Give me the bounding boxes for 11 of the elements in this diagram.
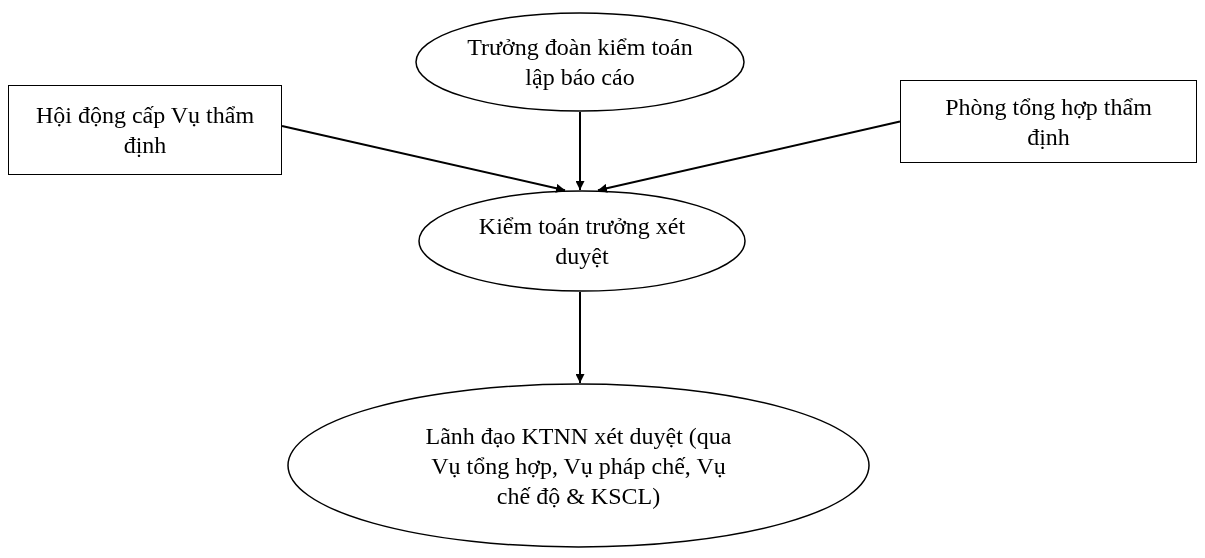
node-label: Kiểm toán trưởng xét duyệt [477, 212, 687, 271]
arrow [575, 111, 585, 191]
arrow [281, 125, 566, 193]
node-label: Trưởng đoàn kiểm toán lập báo cáo [466, 33, 694, 92]
arrow [597, 120, 901, 193]
process-box [900, 80, 1197, 163]
node-label: Phòng tổng hợp thẩm định [944, 92, 1153, 152]
process-box [8, 85, 282, 175]
node-label: Hội động cấp Vụ thẩm định [34, 101, 256, 160]
node-label: Lãnh đạo KTNN xét duyệt (qua Vụ tổng hợp, Vụ pháp chế, Vụ chế độ & KSCL) [424, 421, 733, 511]
arrow [575, 291, 585, 384]
